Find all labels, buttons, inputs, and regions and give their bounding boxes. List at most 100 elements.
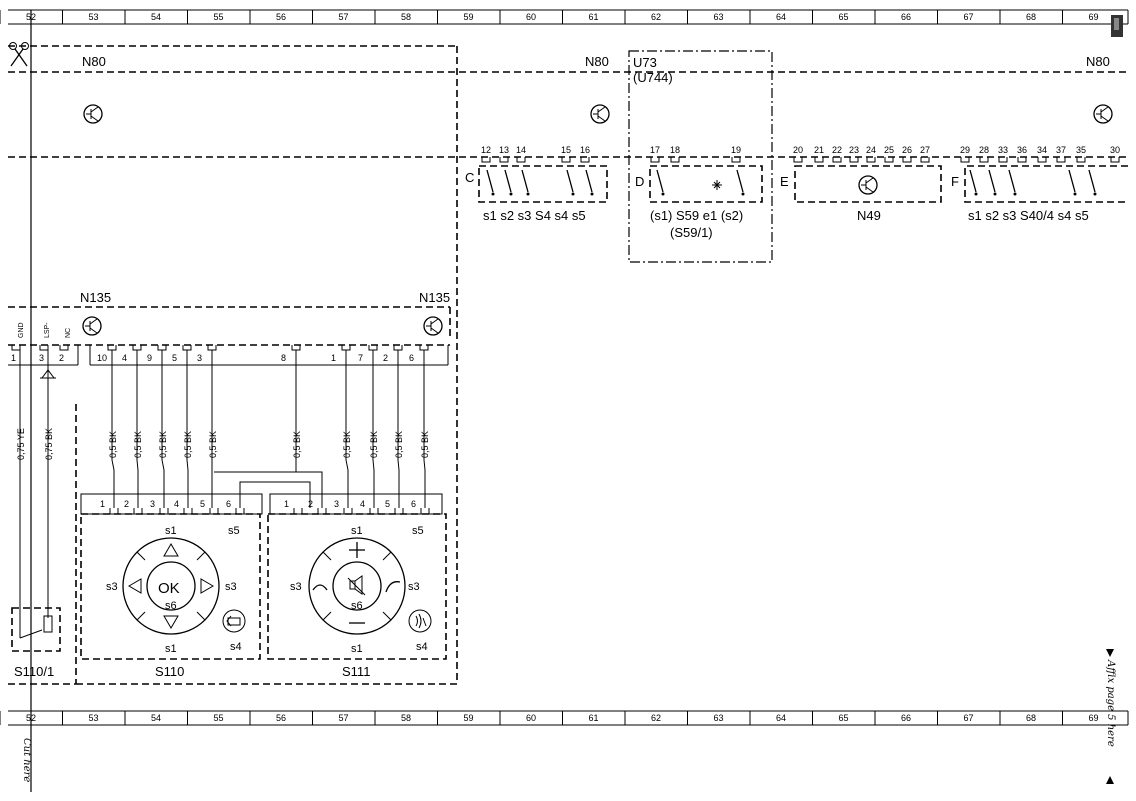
pin-terminal [1056, 157, 1066, 163]
pin-terminal [369, 508, 379, 515]
n80-module: N80 N80 N80 [8, 45, 1128, 684]
switch-node [1093, 192, 1097, 196]
switch-contact [656, 169, 664, 193]
affix-page-note: Affix page 5 here [1105, 659, 1116, 747]
s110-s1-bottom: s1 [165, 643, 177, 655]
grid-number: 63 [713, 12, 723, 22]
wire-label: 0,5 BK [208, 431, 218, 458]
switch-node [993, 192, 997, 196]
s4-caption: s1 s2 s3 S4 s4 s5 [483, 208, 586, 223]
pin-terminal [481, 157, 491, 163]
pin-number: 4 [174, 499, 179, 509]
pin-number: 33 [998, 145, 1008, 155]
pin-terminal [394, 508, 404, 515]
s110-s5: s5 [228, 525, 240, 537]
grid-number: 61 [588, 713, 598, 723]
grid-number: 54 [151, 12, 161, 22]
pin-lsp-label: LSP- [44, 322, 51, 338]
ok-button-label: OK [158, 580, 180, 597]
s59-sub-caption: (S59/1) [670, 225, 713, 240]
grid-number: 64 [776, 713, 786, 723]
grid-number: 57 [338, 12, 348, 22]
switch-contact [1008, 169, 1016, 193]
pin-number: 2 [59, 353, 64, 363]
pin-terminal [849, 157, 859, 163]
arrow-down-icon [163, 615, 179, 629]
grid-number: 60 [526, 713, 536, 723]
switch-contact [521, 169, 529, 193]
transistor-icon [1093, 104, 1113, 124]
connector-c-label: C [465, 170, 474, 185]
grid-number: 62 [651, 713, 661, 723]
pin-number: 4 [360, 499, 365, 509]
pin-nc-label: NC [65, 328, 72, 338]
pin-number: 2 [124, 499, 129, 509]
pin-number: 23 [849, 145, 859, 155]
s111-label: S111 [342, 664, 370, 679]
pin-terminal [317, 508, 327, 515]
pin-number: 1 [284, 499, 289, 509]
pin-terminal [960, 157, 970, 163]
wire-label: 0,5 BK [420, 431, 430, 458]
switch-contact [504, 169, 512, 193]
n80-label-right: N80 [1086, 54, 1110, 69]
n135-label-right: N135 [419, 290, 450, 305]
pin-number: 6 [409, 353, 414, 363]
switch-node [1073, 192, 1077, 196]
indicator-lamp-icon [712, 180, 722, 190]
grid-number: 53 [88, 12, 98, 22]
switch-node [590, 192, 594, 196]
pin-number: 21 [814, 145, 824, 155]
pin-number: 2 [383, 353, 388, 363]
wire [423, 350, 426, 508]
arrow-down-icon [1106, 649, 1114, 657]
wire-label: 0,5 BK [158, 431, 168, 458]
pin-number: 5 [385, 499, 390, 509]
grid-number: 55 [213, 12, 223, 22]
wire [345, 350, 349, 508]
grid-number: 53 [88, 713, 98, 723]
grid-number: 54 [151, 713, 161, 723]
transistor-icon [83, 104, 103, 124]
switch-contact [1068, 169, 1076, 193]
control-panel-enclosure [75, 404, 457, 685]
pin-number: 3 [150, 499, 155, 509]
pin-terminal [1017, 157, 1027, 163]
transistor-icon [858, 175, 878, 195]
pin-terminal [902, 157, 912, 163]
pin-number: 36 [1017, 145, 1027, 155]
grid-number: 68 [1026, 12, 1036, 22]
pin-number: 18 [670, 145, 680, 155]
wire-label: 0,5 BK [108, 431, 118, 458]
pin-number: 35 [1076, 145, 1086, 155]
wire-label: 0,5 BK [292, 431, 302, 458]
n80-label-mid: N80 [585, 54, 609, 69]
pin-terminal [920, 157, 930, 163]
grid-number: 69 [1088, 12, 1098, 22]
s110-s1-top: s1 [165, 525, 177, 537]
s40-4-caption: s1 s2 s3 S40/4 s4 s5 [968, 208, 1089, 223]
wire-label: 0,5 BK [183, 431, 193, 458]
plus-icon [349, 542, 365, 558]
pin-terminal [39, 345, 49, 351]
pin-number: 4 [122, 353, 127, 363]
s110-1-label: S110/1 [14, 664, 54, 679]
wire-label: 0,5 BK [394, 431, 404, 458]
pin-number: 22 [832, 145, 842, 155]
pin-number: 5 [172, 353, 177, 363]
pin-number: 1 [331, 353, 336, 363]
pin-terminal [499, 157, 509, 163]
s111-s3-left: s3 [290, 581, 302, 593]
switch-contact [736, 169, 744, 193]
u744-label: (U744) [633, 70, 673, 85]
pin-terminal [1037, 157, 1047, 163]
wire [161, 350, 165, 508]
pin-number: 24 [866, 145, 876, 155]
pin-terminal [561, 157, 571, 163]
grid-number: 65 [838, 713, 848, 723]
s111-s3-right: s3 [408, 581, 420, 593]
